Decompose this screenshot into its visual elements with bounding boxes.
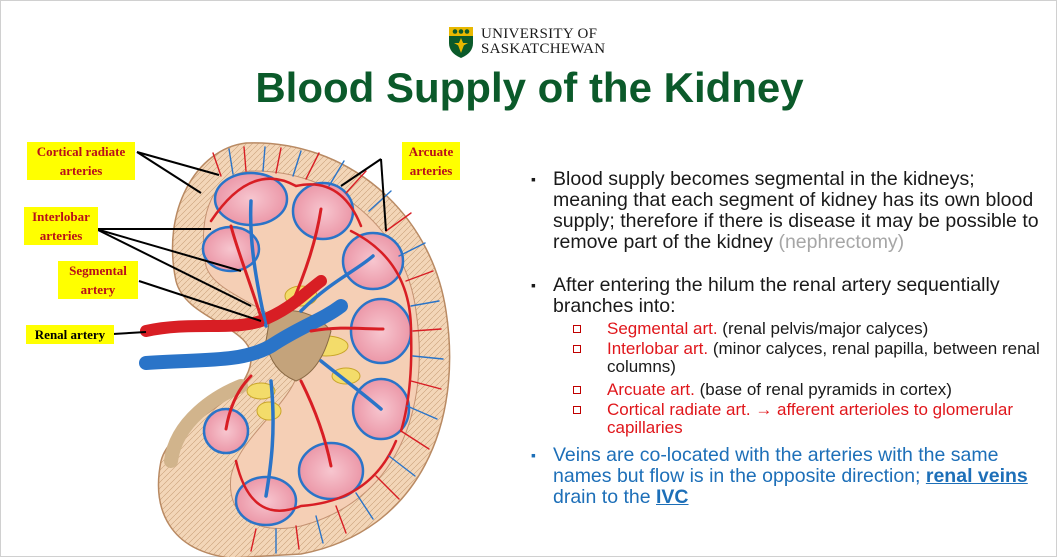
kidney-diagram: Cortical radiate arteries Interlobar art… [1,131,501,557]
kidney-illustration [95,142,451,557]
checkbox-square-icon [573,345,581,353]
ivc-link[interactable]: IVC [656,486,689,508]
leader-lines [95,151,387,335]
renal-vessels [139,146,444,554]
slide-title: Blood Supply of the Kidney [255,64,804,111]
bullet-content: ▪ Blood supply becomes segmental in the … [521,169,1041,508]
checkbox-square-icon [573,325,581,333]
sub-item-desc: (renal pelvis/major calyces) [722,319,929,338]
logo-line-2: SASKATCHEWAN [481,41,606,57]
bullet-square-icon: ▪ [531,277,536,293]
label-cortical-radiate-line1: Cortical radiate [36,144,126,159]
label-cortical-radiate-line2: arteries [59,163,103,178]
sub-item-interlobar: Interlobar art. (minor calyces, renal pa… [521,340,1041,376]
bullet-3-text: Veins are co-located with the arteries w… [553,444,999,487]
sub-item-cortical-radiate: Cortical radiate art. → afferent arterio… [521,401,1041,437]
label-arcuate-arteries: Arcuate arteries [402,142,460,180]
label-cortical-radiate-arteries: Cortical radiate arteries [27,142,135,180]
label-segmental-line2: artery [80,282,116,297]
university-logo: UNIVERSITY OF SASKATCHEWAN [447,23,605,61]
bullet-square-icon: ▪ [531,447,536,463]
bullet-1-text: Blood supply becomes segmental in the ki… [553,168,1039,253]
bullet-branching: ▪ After entering the hilum the renal art… [521,275,1041,317]
sub-item-term: Segmental art. [607,319,718,338]
label-renal-artery: Renal artery [26,325,114,344]
sub-item-desc: (minor calyces, renal papilla, between r… [607,339,1040,376]
label-arcuate-line2: arteries [409,163,453,178]
checkbox-square-icon [573,386,581,394]
label-segmental-line1: Segmental [69,263,127,278]
label-segmental-artery: Segmental artery [58,261,138,299]
sub-item-term: Interlobar art. [607,339,709,358]
label-interlobar-line1: Interlobar [32,209,90,224]
bullet-square-icon: ▪ [531,171,536,187]
logo-line-1: UNIVERSITY OF [481,26,598,42]
sub-item-term: Cortical radiate art. → afferent arterio… [607,400,1013,437]
checkbox-square-icon [573,406,581,414]
label-renal-artery-text: Renal artery [34,327,106,342]
label-arcuate-line1: Arcuate [408,144,454,159]
sub-item-arcuate: Arcuate art. (base of renal pyramids in … [521,381,1041,399]
sub-item-desc: (base of renal pyramids in cortex) [699,380,952,399]
renal-pyramids [201,171,413,527]
sub-item-segmental: Segmental art. (renal pelvis/major calyc… [521,320,1041,338]
bullet-segmental-supply: ▪ Blood supply becomes segmental in the … [521,169,1041,253]
bullet-3-mid: drain to the [553,486,651,508]
bullet-veins: ▪ Veins are co-located with the arteries… [521,445,1041,508]
bullet-2-text: After entering the hilum the renal arter… [553,274,1000,317]
label-interlobar-arteries: Interlobar arteries [24,207,98,245]
university-crest-icon [449,27,473,58]
sub-item-term: Arcuate art. [607,380,695,399]
renal-veins-link[interactable]: renal veins [925,465,1028,487]
label-interlobar-line2: arteries [39,228,83,243]
bullet-1-nephrectomy: (nephrectomy) [778,231,905,253]
